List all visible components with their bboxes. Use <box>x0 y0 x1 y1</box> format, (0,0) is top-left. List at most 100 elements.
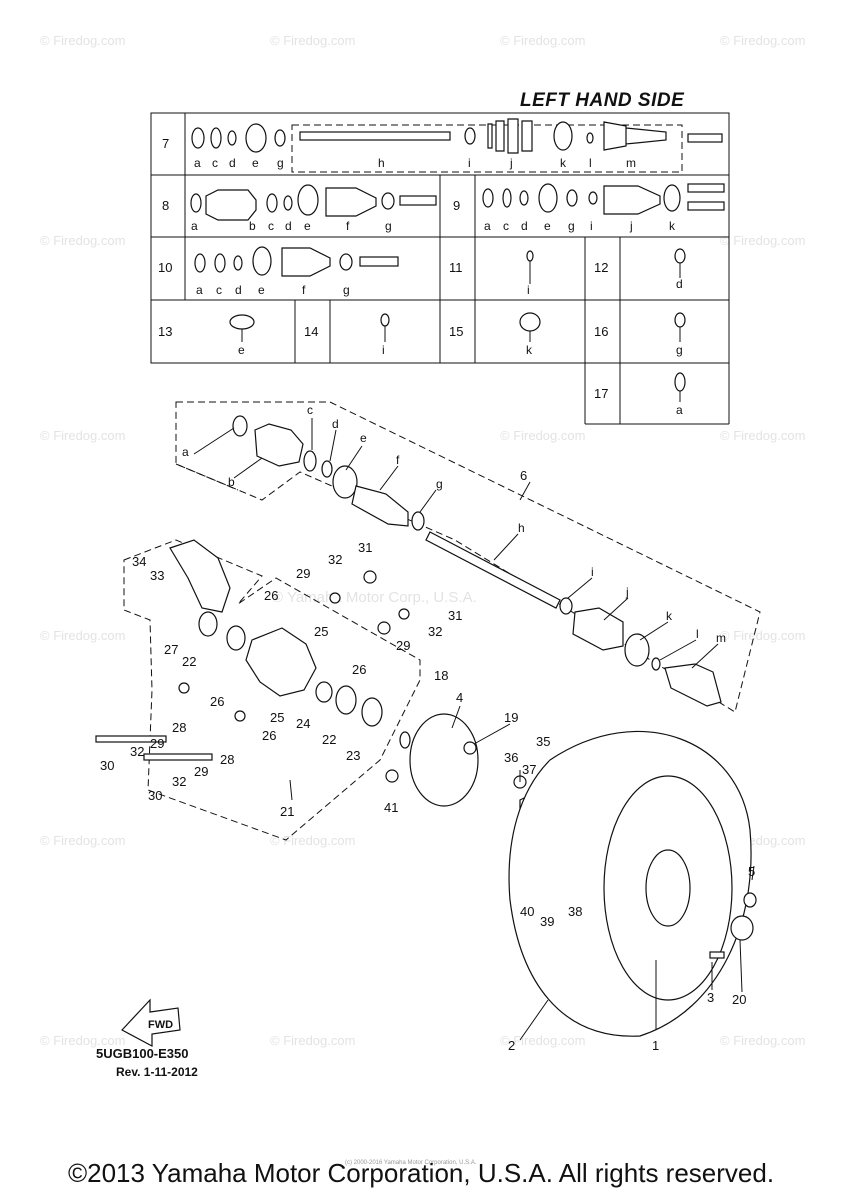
callout: e <box>360 431 367 445</box>
callout: 4 <box>456 690 463 705</box>
kit-letter: i <box>382 343 385 357</box>
kit-letter: m <box>626 156 636 170</box>
kit-letter: i <box>590 219 593 233</box>
kit-number: 8 <box>162 198 169 213</box>
ring-icon <box>380 313 390 327</box>
kit-number: 7 <box>162 136 169 151</box>
watermark: © Firedog.com <box>40 833 125 848</box>
callout: i <box>591 565 594 579</box>
ring-icon <box>674 312 686 328</box>
callout: 28 <box>220 752 234 767</box>
callout: 32 <box>172 774 186 789</box>
callout: 32 <box>328 552 342 567</box>
kit-letter: a <box>676 403 683 417</box>
callout: k <box>666 609 673 623</box>
callout: a <box>182 445 189 459</box>
fwd-label: FWD <box>148 1019 173 1031</box>
kit-letter: j <box>509 156 513 170</box>
kit-letter: c <box>503 219 509 233</box>
kit-letter: e <box>258 283 265 297</box>
ring-icons <box>191 123 286 153</box>
kit-letter: e <box>238 343 245 357</box>
callout: 41 <box>384 800 398 815</box>
callout: b <box>228 475 235 489</box>
callout: 21 <box>280 804 294 819</box>
watermark: © Firedog.com <box>500 428 585 443</box>
callout: 27 <box>164 642 178 657</box>
kit-letter: a <box>191 219 198 233</box>
ring-icon <box>526 250 534 262</box>
callout: 24 <box>296 716 310 731</box>
callout-labels: a b c d e f g h i j k l m 1 2 3 4 5 6 18… <box>100 403 755 1053</box>
ring-icon <box>674 248 686 264</box>
kit-letter: c <box>216 283 222 297</box>
page-title: LEFT HAND SIDE <box>520 90 685 111</box>
kit-letter: i <box>468 156 471 170</box>
kit-letter: c <box>212 156 218 170</box>
clamp-icon <box>229 314 255 330</box>
callout: 26 <box>210 694 224 709</box>
kit-letter: h <box>378 156 385 170</box>
callout: 22 <box>182 654 196 669</box>
kit-number: 15 <box>449 324 463 339</box>
callout: 35 <box>536 734 550 749</box>
kit-number: 14 <box>304 324 318 339</box>
kit-letter: c <box>268 219 274 233</box>
callout: 40 <box>520 904 534 919</box>
copyright-notice: ©2013 Yamaha Motor Corporation, U.S.A. A… <box>67 1158 775 1188</box>
callout: 22 <box>322 732 336 747</box>
kit-letter: e <box>304 219 311 233</box>
callout: 25 <box>270 710 284 725</box>
kit-letter: g <box>277 156 284 170</box>
callout: 30 <box>148 788 162 803</box>
kit-letter: k <box>526 343 533 357</box>
kit-letter: g <box>343 283 350 297</box>
callout: j <box>625 585 629 599</box>
kit-letter: d <box>676 277 683 291</box>
kit-number: 13 <box>158 324 172 339</box>
callout-lines <box>193 418 755 1041</box>
kit-number: 9 <box>453 198 460 213</box>
callout: 18 <box>434 668 448 683</box>
watermark: © Firedog.com <box>500 33 585 48</box>
kit-letter: g <box>676 343 683 357</box>
kit-letter: k <box>669 219 676 233</box>
callout: 32 <box>130 744 144 759</box>
kit-number: 17 <box>594 386 608 401</box>
kit-letter: d <box>229 156 236 170</box>
brake-disc <box>409 713 479 807</box>
watermark: © Firedog.com <box>720 1033 805 1048</box>
kit-number: 11 <box>449 260 463 275</box>
kit-letter: f <box>302 283 306 297</box>
callout: 31 <box>358 540 372 555</box>
joint-icons <box>194 246 399 277</box>
callout: 28 <box>172 720 186 735</box>
callout: 23 <box>346 748 360 763</box>
watermark: © Firedog.com <box>270 1033 355 1048</box>
watermark: © Firedog.com <box>270 33 355 48</box>
callout: 29 <box>296 566 310 581</box>
kit-letter: e <box>252 156 259 170</box>
clamp-icon <box>519 312 541 332</box>
watermark: © Firedog.com <box>40 1033 125 1048</box>
callout: l <box>696 627 699 641</box>
callout: 1 <box>652 1038 659 1053</box>
callout: 39 <box>540 914 554 929</box>
watermark-center: © Yamaha Motor Corp., U.S.A. <box>272 589 477 606</box>
joint-icons <box>482 183 725 215</box>
callout: 37 <box>522 762 536 777</box>
callout: 5 <box>748 864 755 879</box>
kit-letter: f <box>346 219 350 233</box>
callout: 19 <box>504 710 518 725</box>
watermark: © Firedog.com <box>40 428 125 443</box>
callout: 6 <box>520 468 527 483</box>
watermark: © Firedog.com <box>270 833 355 848</box>
kit-letter: i <box>527 283 530 297</box>
kit-letter: d <box>521 219 528 233</box>
kit-letter: l <box>589 156 592 170</box>
kit-table: 7 a c d e g h i j k l m 8 <box>150 112 730 425</box>
kit-number: 10 <box>158 260 172 275</box>
exploded-view: FWD <box>95 401 761 1047</box>
kit-letter: b <box>249 219 256 233</box>
